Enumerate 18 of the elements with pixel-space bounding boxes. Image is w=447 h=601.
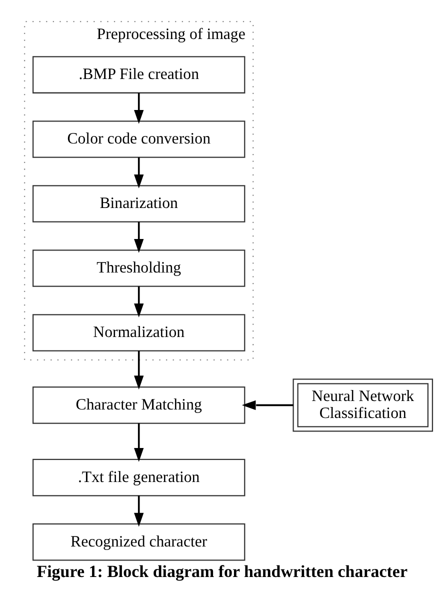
- node-box: .Txt file generation: [32, 458, 245, 496]
- arrow: [134, 350, 144, 390]
- node-box: Recognized character: [32, 523, 245, 561]
- arrow: [134, 423, 144, 462]
- arrow: [134, 496, 144, 527]
- caption: Figure 1: Block diagram for handwritten character: [36, 562, 407, 582]
- arrow: [241, 400, 293, 410]
- node-box: Normalization: [32, 314, 245, 352]
- node-box: Thresholding: [32, 250, 245, 287]
- node-box: Character Matching: [32, 386, 245, 424]
- node-box: Color code conversion: [32, 120, 245, 158]
- arrow: [134, 286, 144, 318]
- arrow: [134, 92, 144, 124]
- arrow: [134, 222, 144, 253]
- node-box: Neural Network Classification: [292, 378, 433, 432]
- arrow: [134, 157, 144, 188]
- node-box: Binarization: [32, 185, 245, 222]
- node-box: .BMP File creation: [32, 56, 245, 94]
